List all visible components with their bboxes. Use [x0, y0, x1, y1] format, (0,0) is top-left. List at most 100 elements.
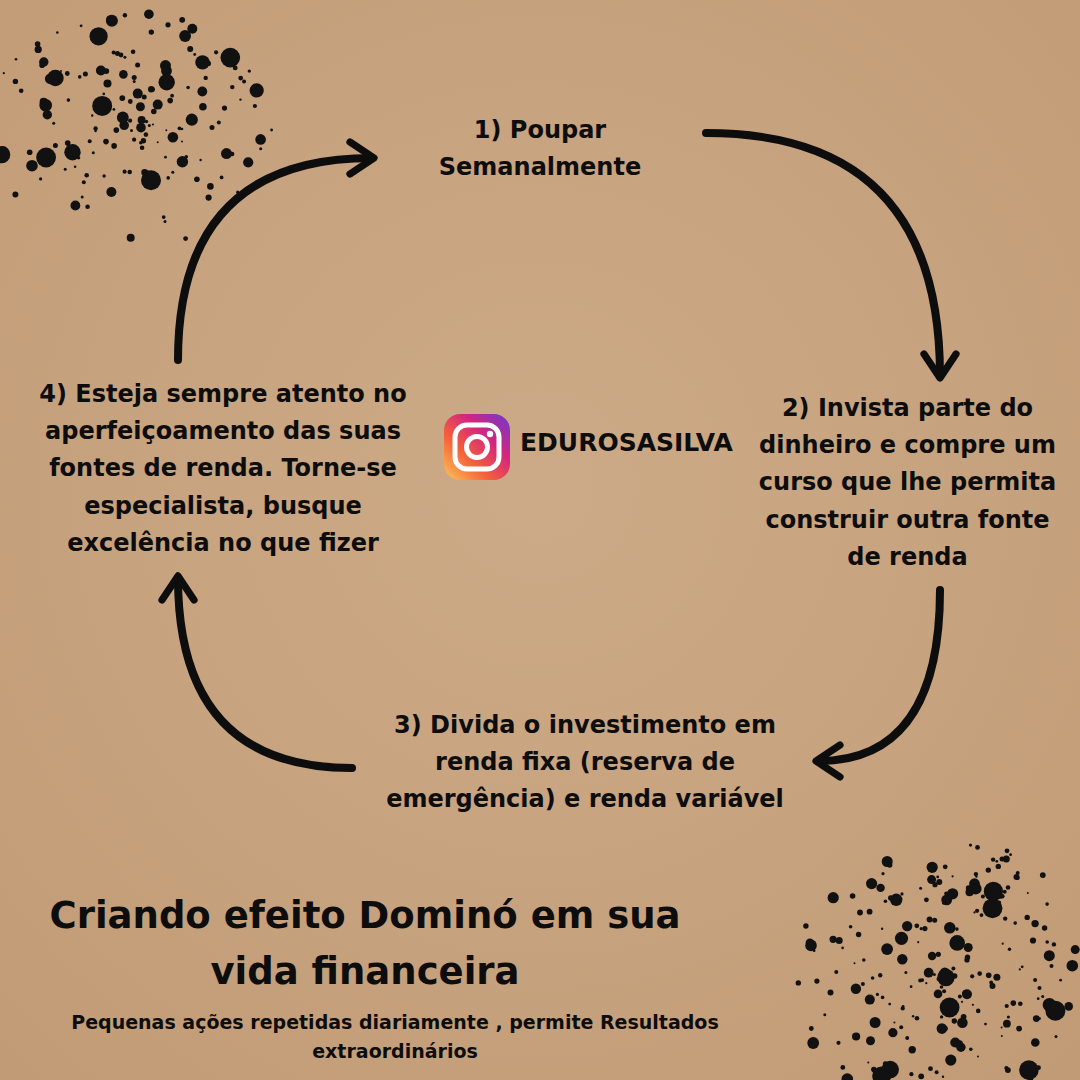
ink-dot	[975, 845, 980, 850]
ink-dot	[917, 941, 919, 943]
ink-dot	[103, 68, 109, 74]
ink-dot	[1003, 1020, 1011, 1028]
ink-dot	[270, 129, 273, 132]
ink-dot	[895, 932, 908, 945]
ink-dot	[90, 27, 108, 45]
ink-dot	[1031, 920, 1038, 927]
ink-dot	[1003, 916, 1007, 920]
ink-dot	[830, 936, 837, 943]
ink-dot	[944, 922, 956, 934]
ink-dot	[197, 87, 207, 97]
ink-dot	[849, 925, 853, 929]
ink-dot	[924, 968, 934, 978]
ink-dot	[88, 139, 92, 143]
ink-dot	[1021, 965, 1024, 968]
step-text: 4) Esteja sempre atento no aperfeiçoamen…	[22, 376, 424, 562]
ink-dot	[924, 897, 929, 902]
ink-dot	[151, 109, 157, 115]
ink-dot	[942, 989, 946, 993]
ink-dot	[871, 976, 875, 980]
ink-dot	[130, 129, 133, 132]
ink-dot	[1042, 925, 1047, 930]
ink-dot	[127, 170, 132, 175]
ink-dot	[78, 75, 82, 79]
ink-dot	[193, 53, 196, 56]
ink-dot	[139, 141, 143, 145]
ink-dot	[969, 1047, 973, 1051]
ink-dot	[993, 893, 997, 897]
curved-arrow	[178, 158, 372, 360]
ink-dot	[52, 122, 55, 125]
ink-dot	[1027, 892, 1029, 894]
ink-dot	[933, 973, 936, 976]
ink-dot	[1059, 1013, 1062, 1016]
ink-dot	[957, 1017, 968, 1028]
ink-dot	[43, 110, 52, 119]
ink-dot	[861, 982, 865, 986]
step-text-box: 2) Invista parte do dinheiro e compre um…	[745, 386, 1070, 580]
ink-dot	[910, 985, 913, 988]
ink-dot	[1000, 857, 1005, 862]
ink-dot	[893, 1021, 895, 1023]
ink-dot	[36, 148, 56, 168]
ink-dot	[942, 902, 945, 905]
ink-dot	[1045, 940, 1049, 944]
ink-dot	[834, 970, 838, 974]
ink-dot	[119, 95, 125, 101]
ink-dot	[144, 9, 154, 19]
ink-dot	[106, 187, 116, 197]
ink-dot	[144, 132, 149, 137]
ink-dot	[103, 93, 106, 96]
ink-dot	[64, 144, 80, 160]
ink-dot	[850, 893, 856, 899]
ink-dot	[862, 958, 866, 962]
ink-dot	[940, 1015, 943, 1018]
ink-dot	[160, 60, 171, 71]
ink-dot	[881, 943, 893, 955]
ink-dot	[1044, 950, 1055, 961]
ink-dot	[45, 73, 56, 84]
ink-dot	[991, 857, 995, 861]
ink-dot	[936, 879, 942, 885]
ink-dot	[1041, 995, 1044, 998]
instagram-icon	[443, 413, 511, 481]
ink-dot	[185, 155, 189, 159]
ink-dot	[925, 982, 927, 984]
ink-dot	[842, 1073, 854, 1080]
ink-dot	[970, 883, 982, 895]
ink-dot	[836, 937, 843, 944]
step-text-box: 4) Esteja sempre atento no aperfeiçoamen…	[16, 372, 430, 566]
ink-dot	[1007, 1015, 1010, 1018]
step-text: 2) Invista parte do dinheiro e compre um…	[751, 390, 1064, 576]
ink-dot	[888, 895, 893, 900]
ink-dot	[1031, 1038, 1040, 1047]
ink-dot	[178, 126, 182, 130]
ink-dot	[132, 138, 136, 142]
ink-dot	[881, 928, 883, 930]
ink-dot	[922, 926, 927, 931]
ink-dot	[179, 17, 185, 23]
ink-dot	[159, 74, 175, 90]
ink-dot	[77, 156, 81, 160]
ink-dot	[1005, 848, 1010, 853]
ink-dot	[857, 910, 863, 916]
curved-arrow	[178, 578, 352, 768]
ink-dot	[220, 176, 224, 180]
ink-dot	[13, 79, 18, 84]
ink-dot	[128, 119, 132, 123]
ink-dot	[1016, 871, 1020, 875]
ink-dot	[828, 989, 834, 995]
ink-dot	[135, 62, 140, 67]
ink-dot	[214, 50, 218, 54]
ink-dot	[12, 192, 18, 198]
ink-dot	[945, 973, 952, 980]
ink-dot	[870, 1017, 881, 1028]
ink-dot	[881, 872, 884, 875]
ink-dot	[986, 973, 992, 979]
ink-dot	[1009, 853, 1012, 856]
ink-dot	[153, 100, 163, 110]
ink-dot	[132, 75, 137, 80]
ink-dot	[1033, 1015, 1040, 1022]
ink-dot	[940, 998, 960, 1018]
ink-dot	[809, 1026, 814, 1031]
